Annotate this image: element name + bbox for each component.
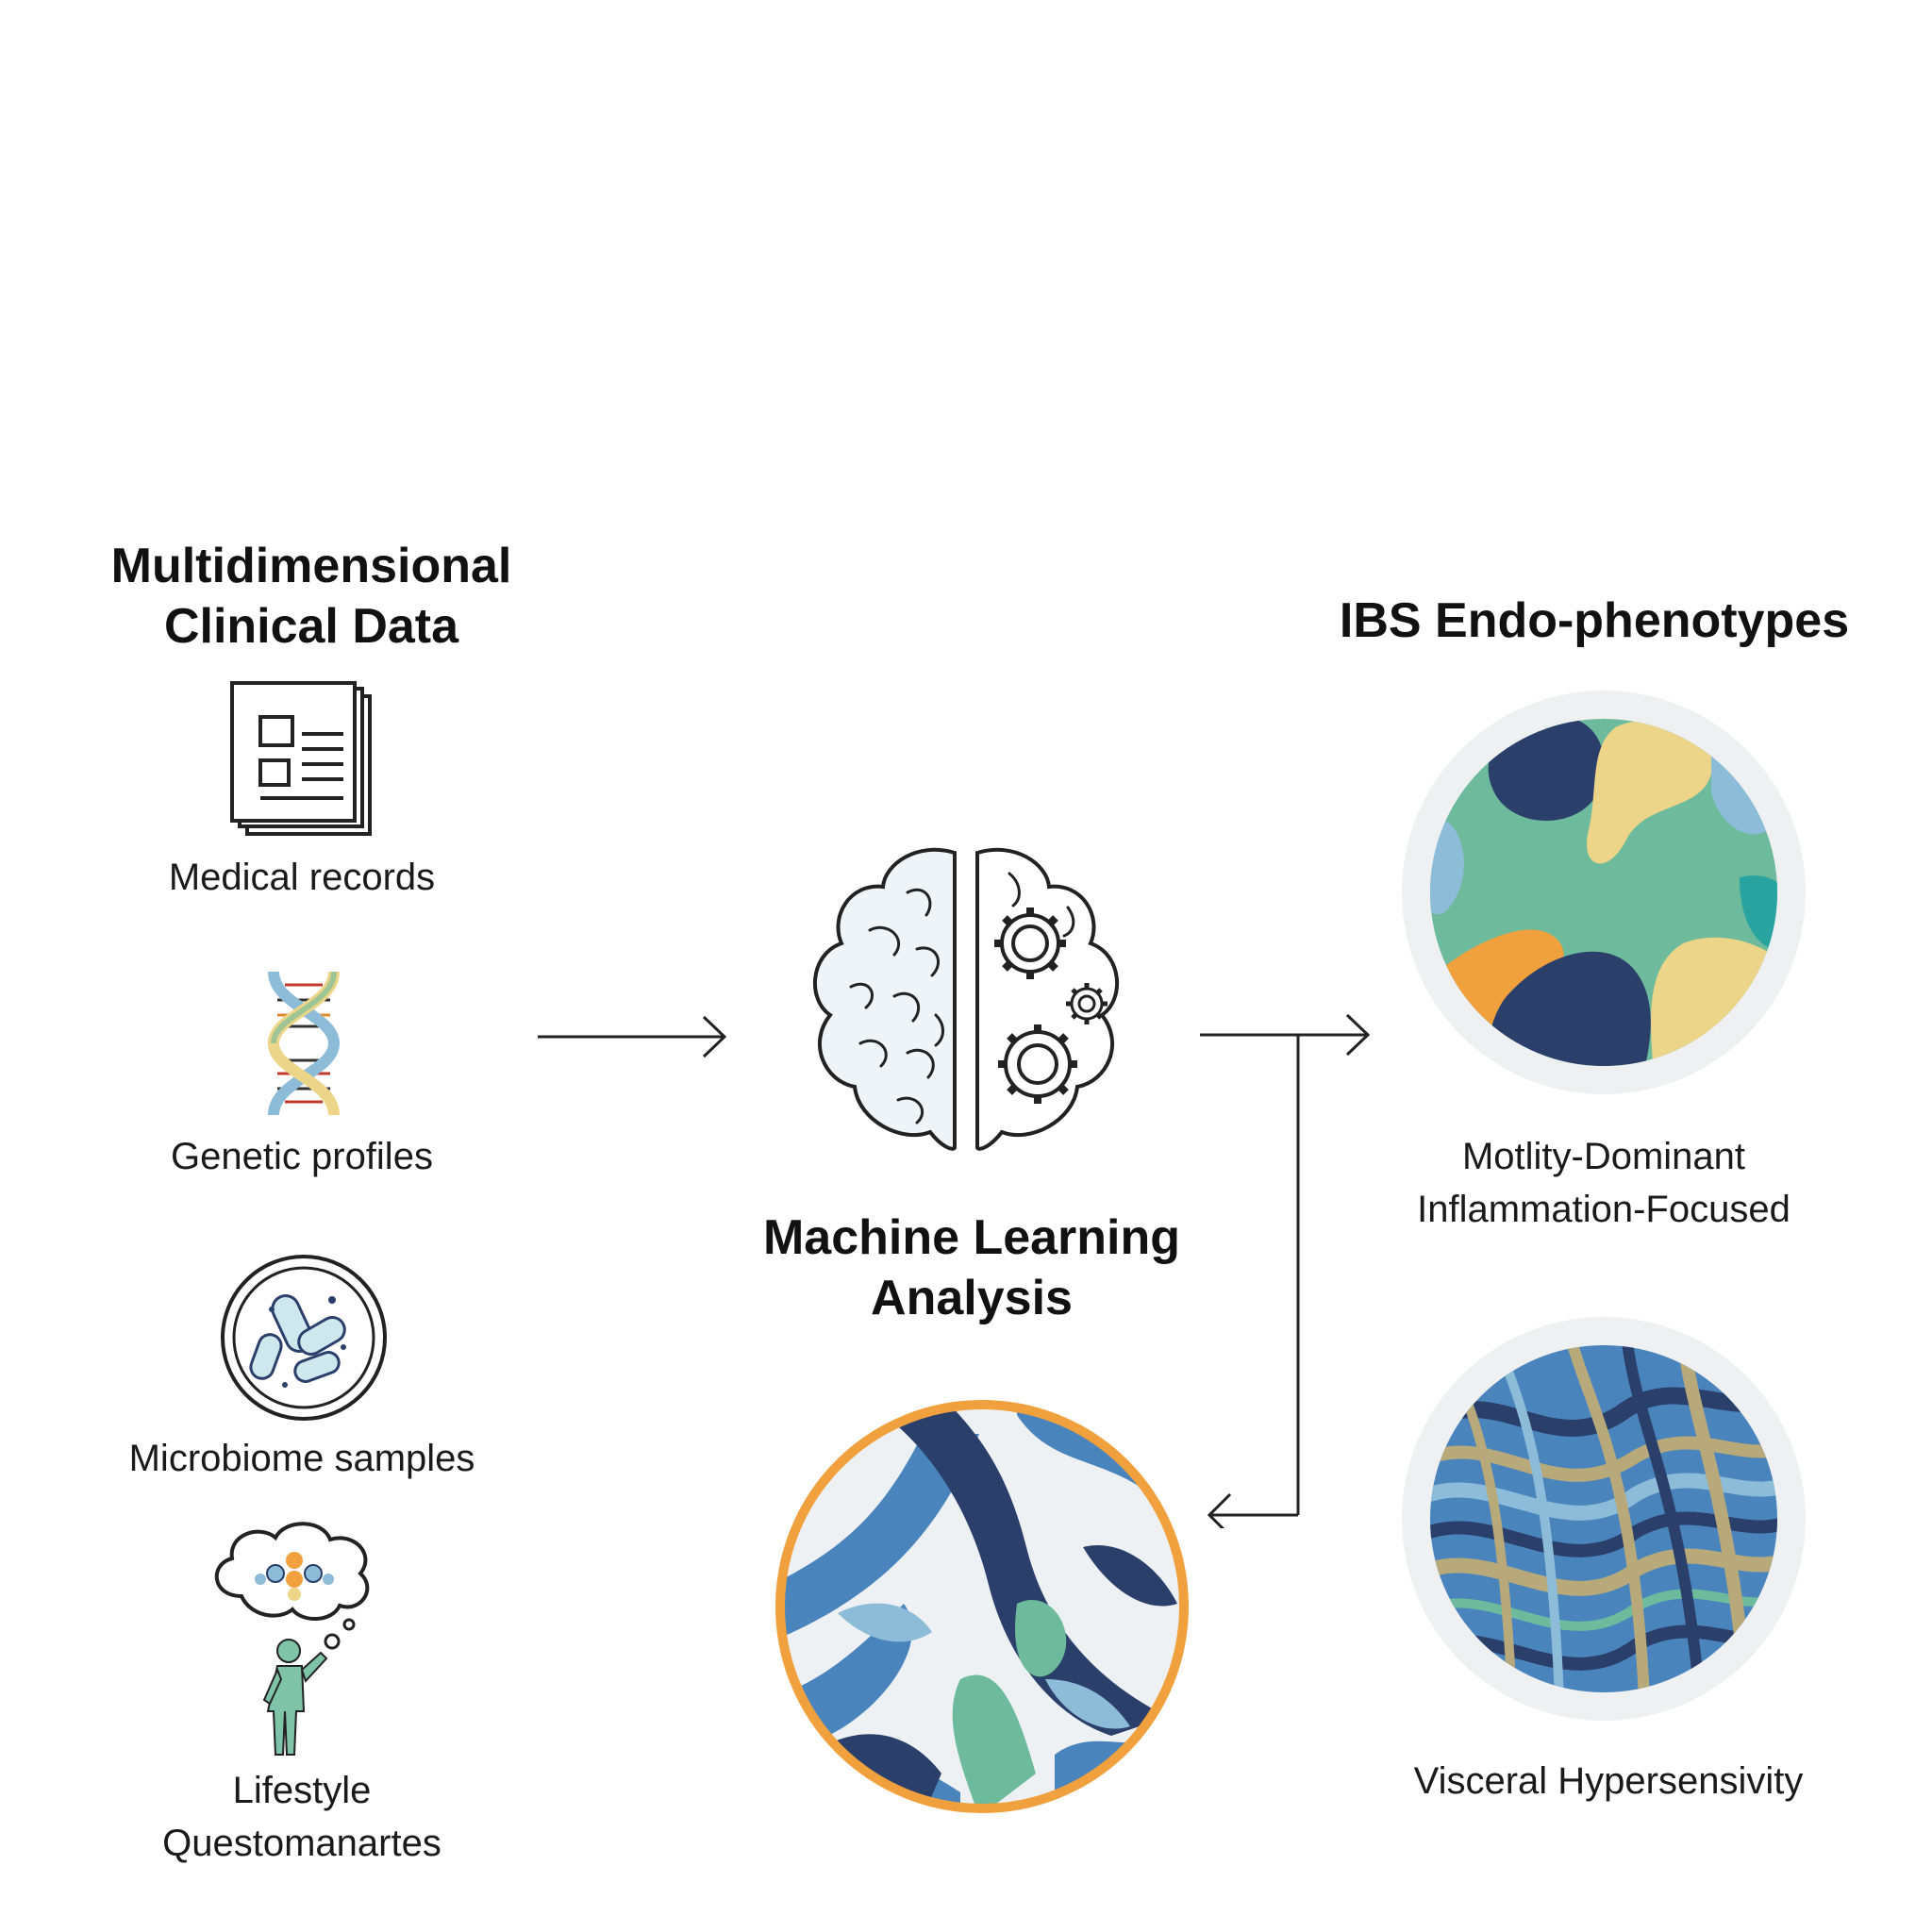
phenotype-1-label: Motlity-Dominant Inflammation-Focused <box>1321 1130 1887 1236</box>
lifestyle-label: Lifestyle Questomanartes <box>104 1764 500 1870</box>
analysis-title-line2: Analysis <box>871 1271 1073 1325</box>
lifestyle-label-line2: Questomanartes <box>162 1823 441 1864</box>
analysis-title-line1: Machine Learning <box>762 1210 1181 1265</box>
phenotype-1-label-line2: Inflammation-Focused <box>1417 1189 1790 1230</box>
thinking-person-icon <box>204 1511 383 1760</box>
microbiome-samples-label: Microbiome samples <box>128 1438 475 1479</box>
genetic-profiles-label: Genetic profiles <box>171 1136 433 1177</box>
input-title-line2: Clinical Data <box>163 599 459 654</box>
analysis-title: Machine Learning Analysis <box>717 1208 1226 1328</box>
phenotype-1-label-line1: Motlity-Dominant <box>1461 1136 1746 1177</box>
output-title: IBS Endo-phenotypes <box>1339 593 1850 648</box>
abstract-circle-stripes-icon <box>1400 1315 1807 1723</box>
arrow-input-to-analysis <box>536 1013 730 1060</box>
document-icon <box>226 681 377 838</box>
dna-icon <box>257 968 351 1119</box>
abstract-circle-orange-ring-icon <box>772 1396 1192 1817</box>
abstract-circle-green-icon <box>1400 689 1807 1096</box>
medical-records-label: Medical records <box>168 857 436 898</box>
petri-dish-icon <box>219 1253 389 1423</box>
brain-gears-icon <box>804 845 1128 1158</box>
arrow-analysis-to-phenotypes <box>1198 1011 1374 1528</box>
phenotype-2-label: Visceral Hypersensivity <box>1413 1760 1804 1802</box>
input-title-line1: Multidimensional <box>110 539 512 593</box>
lifestyle-label-line1: Lifestyle <box>232 1770 372 1811</box>
input-title: Multidimensional Clinical Data <box>57 536 566 657</box>
